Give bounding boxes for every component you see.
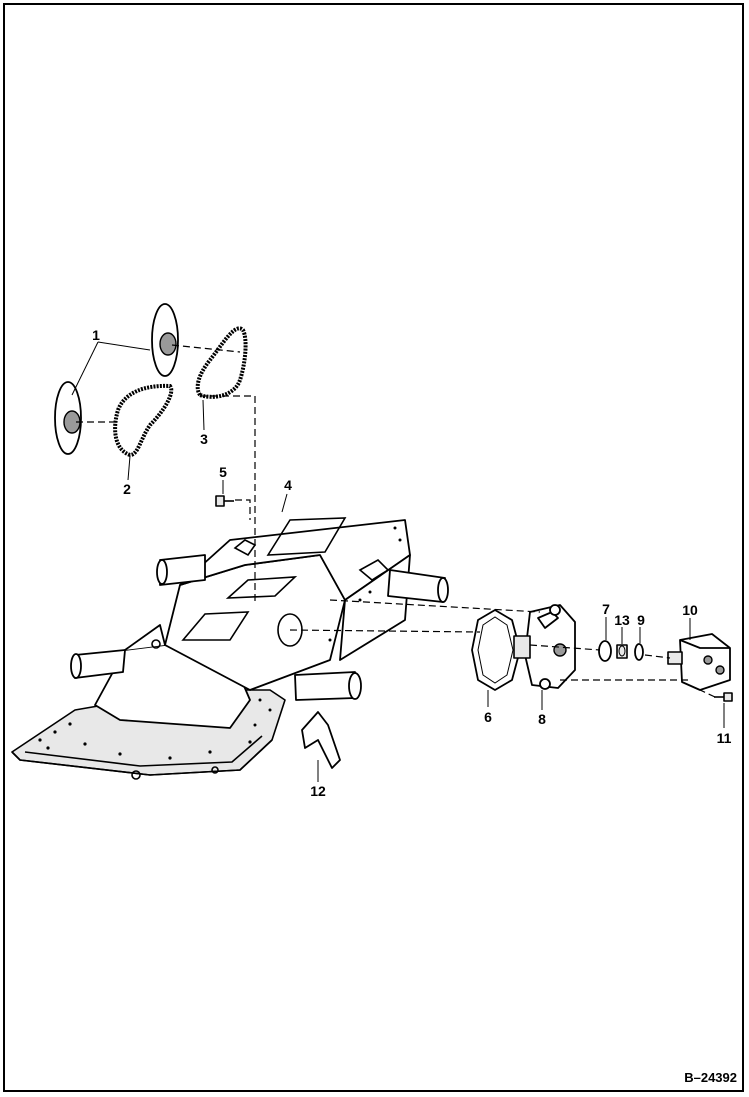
main-frame-part [11, 517, 449, 780]
assembly-lines [76, 344, 716, 698]
shield-part-12 [301, 711, 341, 769]
callout-11: 11 [716, 730, 732, 746]
callout-13: 13 [614, 612, 630, 628]
o-ring-part-7 [598, 640, 612, 662]
callout-8: 8 [538, 711, 546, 727]
chain-part-2 [113, 383, 174, 458]
sprocket-part-1 [54, 303, 179, 455]
diagram-reference-number: B–24392 [684, 1070, 737, 1085]
callout-4: 4 [284, 477, 292, 493]
callout-10: 10 [682, 602, 698, 618]
motor-part-10 [667, 633, 731, 691]
bolt-part-5 [215, 495, 234, 507]
leader-lines [71, 341, 725, 782]
callout-2: 2 [123, 481, 131, 497]
seal-part-13 [616, 644, 628, 659]
callout-7: 7 [602, 601, 610, 617]
o-ring-part-9 [634, 643, 644, 661]
callout-5: 5 [219, 464, 227, 480]
callout-9: 9 [637, 612, 645, 628]
callout-3: 3 [200, 431, 208, 447]
callout-6: 6 [484, 709, 492, 725]
callout-1: 1 [92, 327, 100, 343]
housing-part-8 [513, 604, 576, 690]
chain-part-3 [195, 326, 248, 399]
bolt-part-11 [714, 692, 733, 702]
callout-12: 12 [310, 783, 326, 799]
